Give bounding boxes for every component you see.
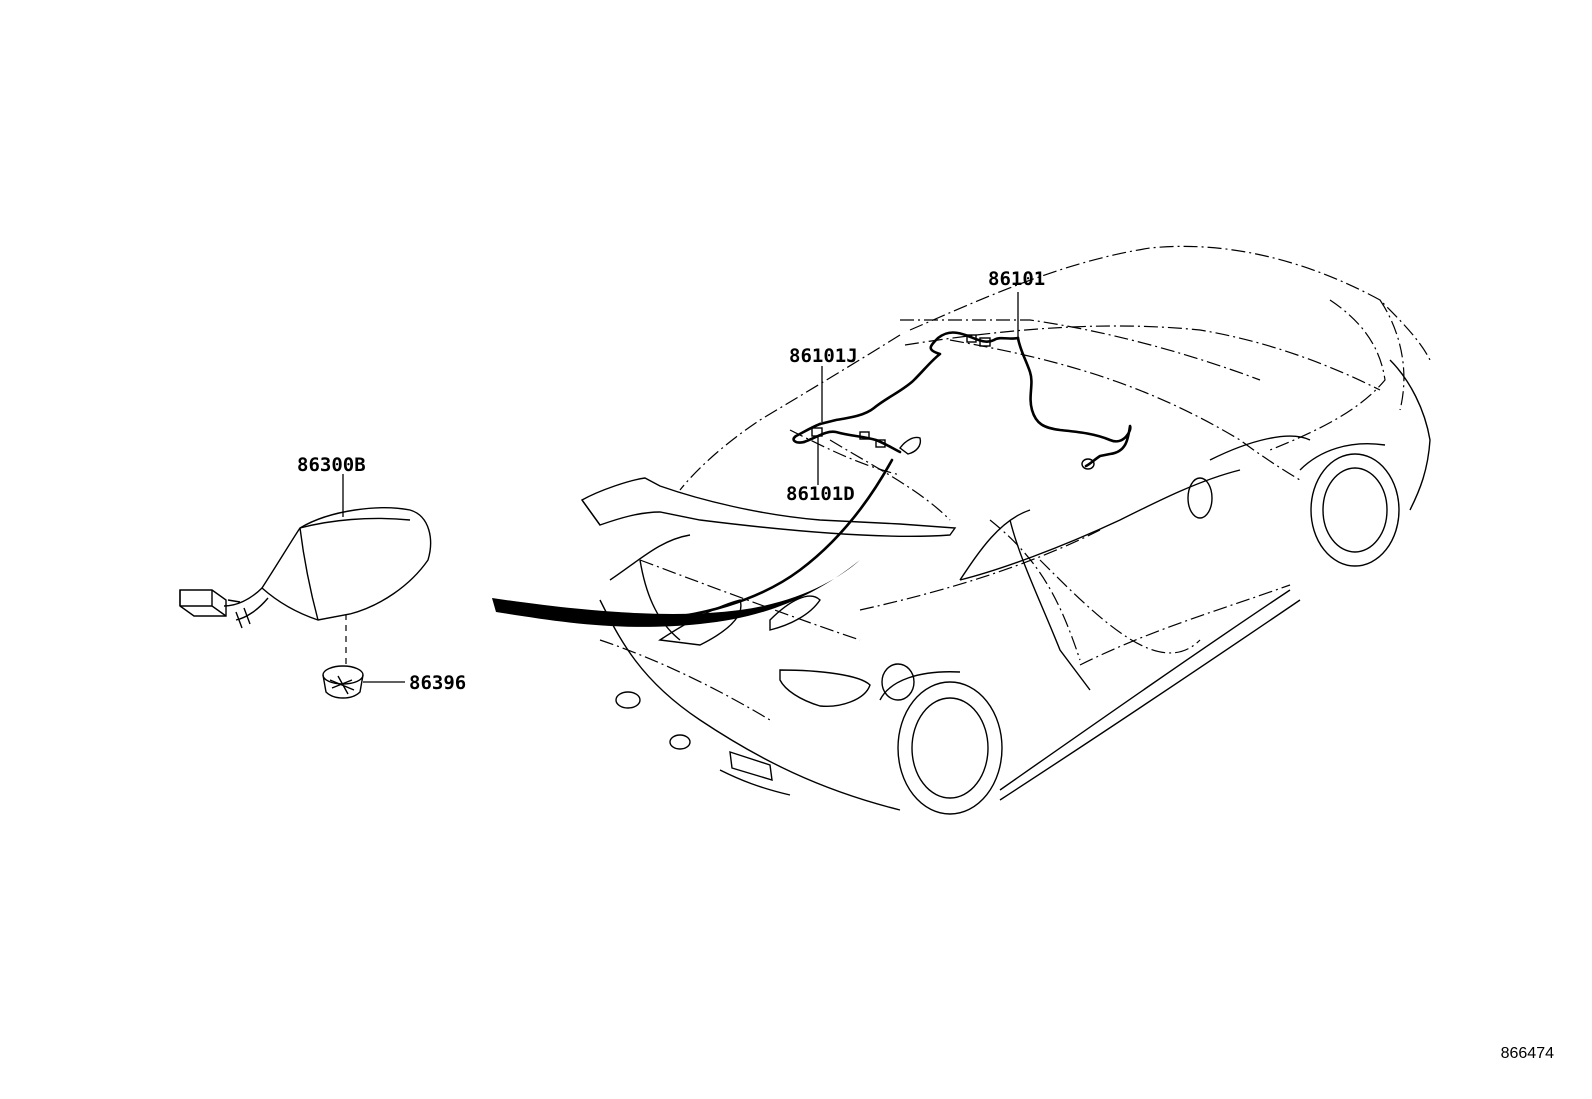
leader-lines [342,292,1019,683]
car-body-visible [580,359,1431,815]
car-body-outline [599,245,1431,721]
label-cord-d: 86101D [786,483,855,505]
pointer-arrow [492,560,860,627]
label-antenna: 86300B [297,454,366,476]
label-cord-main: 86101 [988,268,1045,290]
diagram-reference-number: 866474 [1500,1045,1554,1062]
antenna-cord-wire [518,331,1132,622]
label-cord-j: 86101J [789,345,858,367]
antenna-assembly [179,507,432,629]
label-antenna-nut: 86396 [409,672,466,694]
antenna-nut [322,665,364,699]
